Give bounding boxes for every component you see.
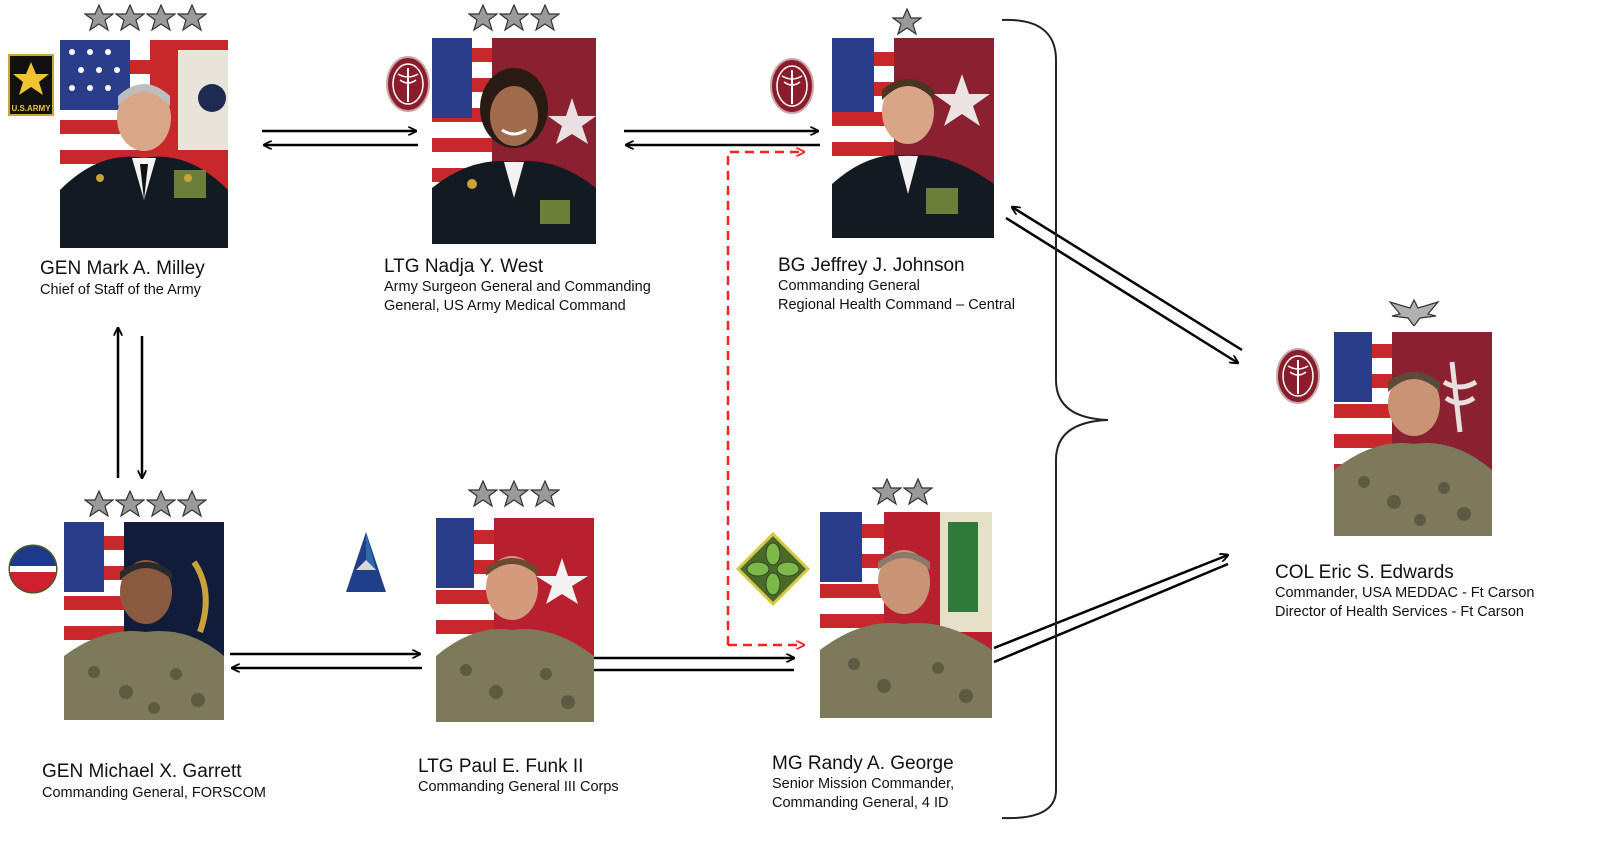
star-icon	[530, 480, 560, 508]
person-name: COL Eric S. Edwards	[1275, 562, 1454, 583]
star-icon	[892, 8, 922, 36]
person-role-line: Commanding General, 4 ID	[772, 795, 949, 811]
link-george-edwards	[993, 555, 1228, 664]
rank-stars-4	[84, 4, 207, 32]
person-name: GEN Michael X. Garrett	[42, 761, 242, 782]
star-icon	[177, 490, 207, 518]
medical-command-icon	[770, 58, 814, 114]
portrait-photo	[432, 38, 596, 244]
4th-infantry-division-patch-icon	[736, 532, 810, 606]
star-icon	[903, 478, 933, 506]
star-icon	[499, 4, 529, 32]
person-role-line: General, US Army Medical Command	[384, 298, 626, 314]
person-role-line: Director of Health Services - Ft Carson	[1275, 604, 1524, 620]
us-army-logo-icon: U.S.ARMY	[8, 54, 54, 116]
link-milley-west	[262, 131, 418, 145]
person-name: LTG Nadja Y. West	[384, 256, 544, 277]
person-name: BG Jeffrey J. Johnson	[778, 255, 965, 276]
person-name: MG Randy A. George	[772, 753, 954, 774]
person-role-line: Commanding General	[778, 278, 920, 294]
rank-stars-2	[872, 478, 933, 506]
link-milley-garrett	[118, 328, 142, 478]
person-role-line: Commanding General III Corps	[418, 779, 619, 795]
star-icon	[468, 4, 498, 32]
star-icon	[84, 490, 114, 518]
iii-corps-patch-icon	[346, 532, 386, 592]
person-role-line: Commander, USA MEDDAC - Ft Carson	[1275, 585, 1535, 601]
rank-stars-3	[468, 480, 560, 508]
person-role-line: Regional Health Command – Central	[778, 297, 1015, 313]
star-icon	[84, 4, 114, 32]
person-name: LTG Paul E. Funk II	[418, 756, 584, 777]
person-role-line: Commanding General, FORSCOM	[42, 785, 267, 801]
link-funk-george	[594, 658, 794, 672]
star-icon	[146, 490, 176, 518]
portrait-photo	[832, 38, 994, 238]
portrait-photo	[1334, 332, 1492, 536]
rank-stars-1	[892, 8, 922, 36]
link-garrett-funk	[230, 654, 422, 668]
star-icon	[115, 4, 145, 32]
star-icon	[499, 480, 529, 508]
rank-stars-3	[468, 4, 560, 32]
link-west-johnson	[624, 131, 820, 145]
star-icon	[530, 4, 560, 32]
person-role-line: Senior Mission Commander,	[772, 776, 955, 792]
portrait-photo	[60, 40, 228, 248]
link-johnson-edwards	[1005, 207, 1243, 363]
portrait-photo	[436, 518, 594, 722]
rank-stars-4	[84, 490, 207, 518]
medical-command-icon	[386, 56, 430, 112]
star-icon	[468, 480, 498, 508]
star-icon	[872, 478, 902, 506]
portrait-photo	[820, 512, 992, 718]
person-role-line: Chief of Staff of the Army	[40, 282, 201, 298]
star-icon	[115, 490, 145, 518]
star-icon	[146, 4, 176, 32]
forscom-patch-icon	[8, 544, 58, 594]
us-army-logo-text: U.S.ARMY	[11, 104, 51, 113]
dashed-link-west-field	[726, 152, 804, 645]
person-name: GEN Mark A. Milley	[40, 258, 205, 279]
medical-command-icon	[1276, 348, 1320, 404]
portrait-photo	[64, 522, 224, 720]
group-bracket	[1001, 18, 1109, 820]
star-icon	[177, 4, 207, 32]
person-role-line: Army Surgeon General and Commanding	[384, 279, 651, 295]
eagle-icon	[1388, 298, 1440, 326]
